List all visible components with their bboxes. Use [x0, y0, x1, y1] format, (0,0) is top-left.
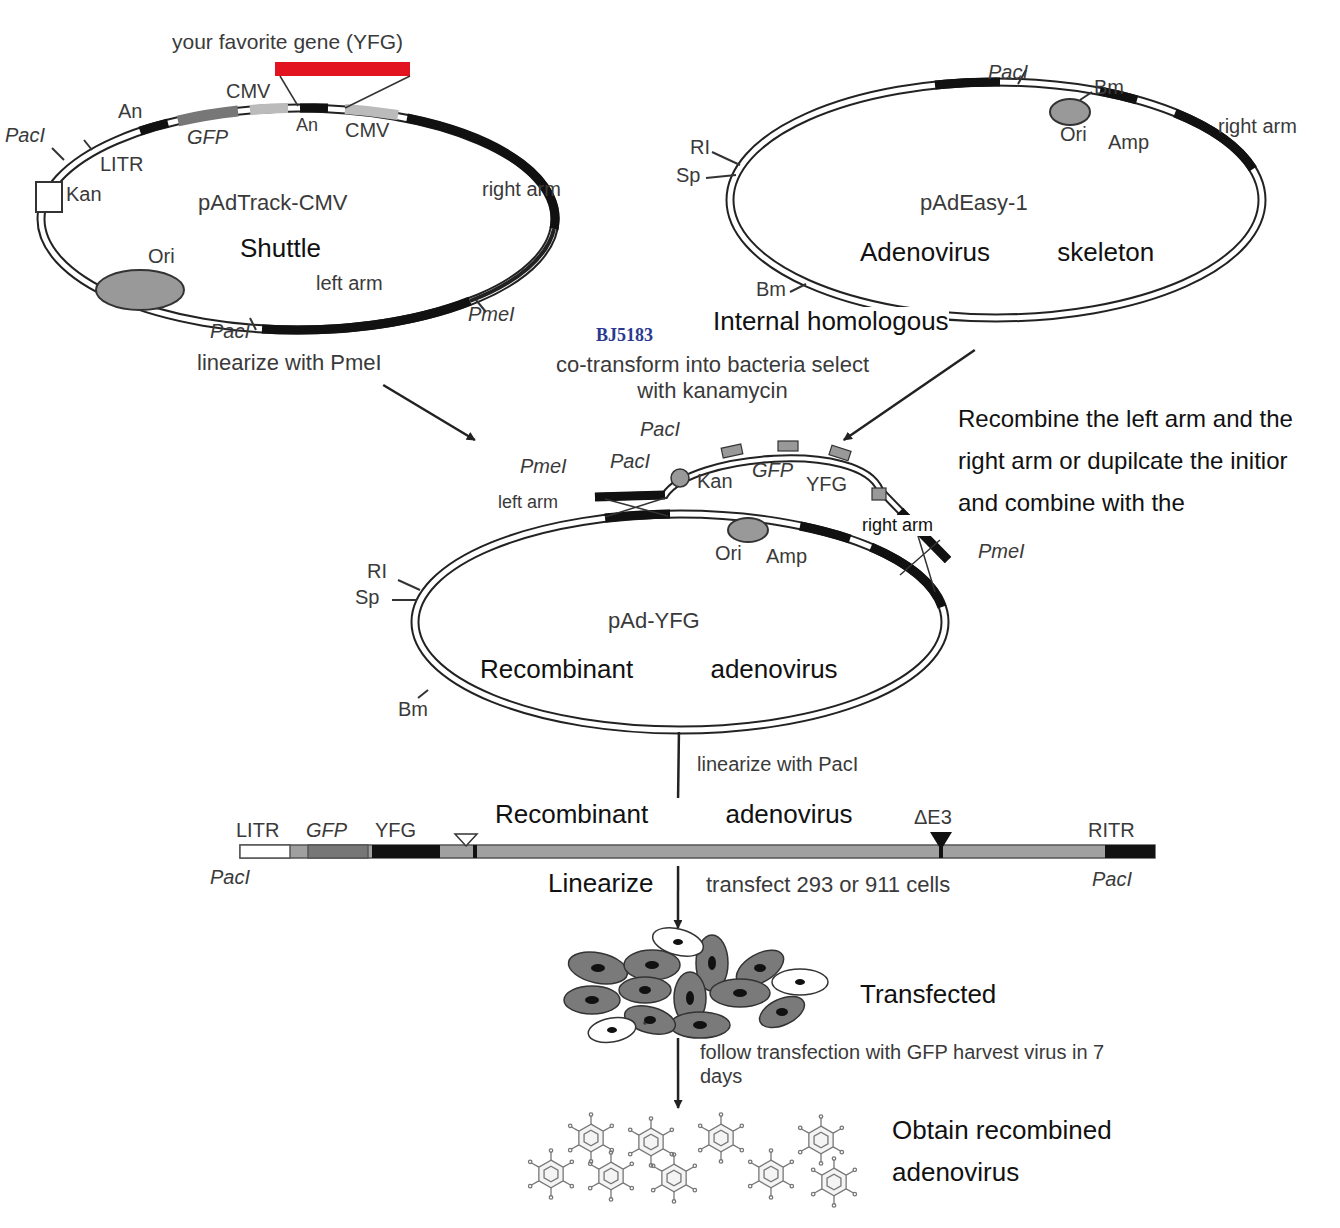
feature-label: your favorite gene (YFG) [172, 30, 403, 54]
node-label: Recombinant adenovirus [480, 655, 838, 685]
feature-label: Kan [697, 470, 733, 493]
virus-node: Obtain recombined adenovirus [520, 1108, 860, 1203]
annotation: Recombine the left arm and the right arm… [958, 398, 1333, 524]
feature-label: RITR [1088, 819, 1135, 842]
feature-label: YFG [375, 819, 416, 842]
feature-label: right arm [1218, 115, 1308, 138]
virus-particles [528, 1113, 856, 1207]
arrow [677, 1038, 680, 1108]
cell-cluster [564, 923, 828, 1046]
node-label: Adenovirus skeleton [860, 238, 1154, 268]
feature-label: Sp [676, 164, 700, 187]
annotation: Internal homologous [713, 307, 949, 337]
node-label: Shuttle [240, 234, 321, 264]
feature-label: Bm [1094, 76, 1124, 99]
feature-label: Ori [715, 542, 742, 565]
feature-label: LITR [100, 153, 143, 176]
edge-label: linearize with PmeI [197, 350, 382, 376]
feature-label: Sp [355, 586, 379, 609]
feature-label: BJ5183 [596, 325, 653, 346]
annotation: right arm [862, 515, 933, 536]
feature-label: Amp [1108, 131, 1149, 154]
feature-label: left arm [316, 272, 383, 295]
feature-label: An [118, 100, 142, 123]
feature-label: GFP [752, 459, 793, 482]
edge-label: co-transform into bacteria select with k… [540, 352, 885, 405]
feature-label: PacI [640, 418, 680, 441]
recombinant-plasmid [392, 441, 948, 730]
linear-genome-node: Recombinant adenovirus [235, 798, 1160, 866]
feature-label: GFP [187, 126, 228, 149]
arrow [677, 866, 680, 928]
edge-label: follow transfection with GFP harvest vir… [700, 1040, 1120, 1088]
feature-label: PmeI [520, 455, 567, 478]
feature-label: CMV [226, 80, 270, 103]
feature-label: ΔE3 [914, 806, 952, 829]
connector-line [677, 732, 680, 798]
feature-label: YFG [806, 473, 847, 496]
node-label: Recombinant adenovirus [495, 800, 853, 830]
annotation: Linearize [548, 869, 654, 899]
feature-label: Ori [148, 245, 175, 268]
feature-label: PacI [988, 61, 1028, 84]
shuttle-plasmid [36, 62, 555, 330]
edge-label: transfect 293 or 911 cells [706, 872, 950, 898]
feature-label: RI [690, 136, 710, 159]
feature-label: PmeI [468, 303, 515, 326]
feature-label: Kan [66, 183, 102, 206]
feature-label: PacI [210, 320, 250, 343]
feature-label: right arm [482, 178, 562, 201]
feature-label: RI [367, 560, 387, 583]
node-label: Transfected [860, 980, 996, 1010]
feature-label: Bm [398, 698, 428, 721]
feature-label: CMV [345, 119, 389, 142]
recombinant-plasmid-node: pAd-YFG Recombinant adenovirus [415, 440, 945, 732]
feature-label: GFP [306, 819, 347, 842]
edge-label: linearize with PacI [697, 752, 858, 776]
feature-label: PacI [5, 124, 45, 147]
backbone-plasmid [706, 70, 1262, 318]
feature-label: PacI [610, 450, 650, 473]
feature-label: PacI [1092, 868, 1132, 891]
arrow [383, 385, 475, 440]
feature-label: An [296, 115, 318, 136]
feature-label: LITR [236, 819, 279, 842]
plasmid-name: pAd-YFG [608, 608, 700, 633]
plasmid-name: pAdTrack-CMV [198, 190, 348, 215]
feature-label: left arm [498, 492, 558, 513]
feature-label: PmeI [978, 540, 1025, 563]
cell-cluster-node: Transfected [560, 928, 835, 1038]
plasmid-name: pAdEasy-1 [920, 190, 1028, 215]
shuttle-plasmid-node: pAdTrack-CMV Shuttle [35, 100, 565, 385]
feature-label: Amp [766, 545, 807, 568]
feature-label: Bm [756, 278, 786, 301]
feature-label: Ori [1060, 123, 1087, 146]
feature-label: PacI [210, 866, 250, 889]
node-label: Obtain recombined adenovirus [892, 1110, 1152, 1193]
